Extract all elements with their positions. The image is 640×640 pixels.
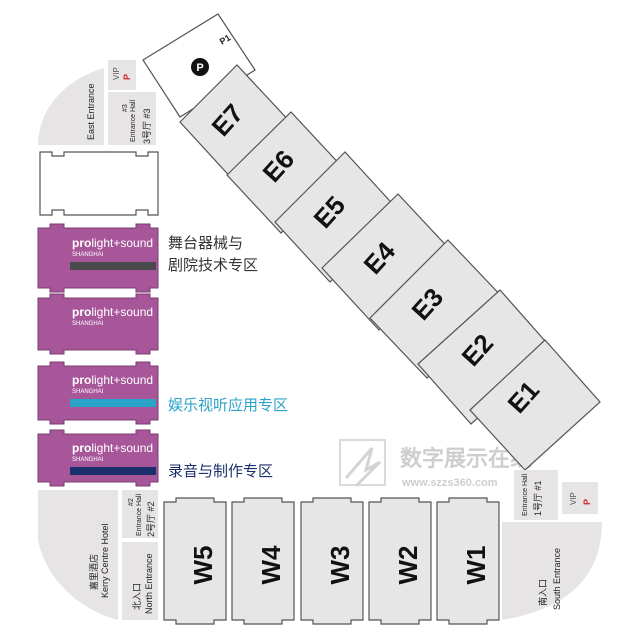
entertainment-zone-bar <box>70 399 156 407</box>
watermark: 数字展示在线 www.szzs360.com <box>339 439 532 489</box>
hall-W4-label: W4 <box>256 545 286 585</box>
recording-zone-bar <box>70 467 156 475</box>
hall-W2-label: W2 <box>393 546 423 585</box>
parking-p1[interactable]: P P1 <box>142 13 256 118</box>
brand-logo-bold: pro <box>72 305 91 319</box>
entrance-hall-1[interactable]: Entrance Hall 1号厅 #1 <box>514 470 558 520</box>
north-entrance[interactable]: 北入口 North Entrance <box>122 542 158 620</box>
east-entrance-label: East Entrance <box>86 83 96 140</box>
entrance-hall-2-name: 2号厅 #2 <box>146 501 156 537</box>
south-entrance[interactable]: 南入口 South Entrance <box>502 522 602 620</box>
entrance-hall-1-label: Entrance Hall <box>522 474 529 516</box>
brand-logo-bold: pro <box>72 441 91 455</box>
hall-W4[interactable]: W4 <box>231 497 295 625</box>
brand-sub: SHANGHAI <box>72 389 104 395</box>
hall-E4[interactable]: E4 <box>321 193 456 331</box>
kerry-label-cn: 嘉里酒店 <box>88 554 99 590</box>
brand-sub: SHANGHAI <box>72 252 104 258</box>
parking-icon <box>191 58 209 76</box>
brand-logo-bold: pro <box>72 373 91 387</box>
south-entrance-en: South Entrance <box>552 548 562 610</box>
entrance-hall-3-num: #3 <box>122 104 129 112</box>
vip-parking-icon-south: P <box>582 499 592 505</box>
hall-E2[interactable]: E2 <box>417 289 554 425</box>
hall-W3[interactable]: W3 <box>300 497 364 625</box>
vip-parking-north[interactable]: VIP P <box>108 60 136 90</box>
hall-W2[interactable]: W2 <box>368 497 432 625</box>
svg-text:prolight+sound: prolight+sound <box>72 441 153 455</box>
east-entrance[interactable]: East Entrance <box>38 68 104 145</box>
zone-stage-label-2: 剧院技术专区 <box>168 256 258 274</box>
svg-text:prolight+sound: prolight+sound <box>72 373 153 387</box>
parking-label: P1 <box>218 32 233 46</box>
hall-W5[interactable]: W5 <box>163 497 227 625</box>
north-entrance-cn: 北入口 <box>132 583 142 610</box>
vip-label-south: VIP <box>569 492 578 505</box>
hall-W1[interactable]: W1 <box>436 497 500 625</box>
entrance-hall-3[interactable]: #3 Entrance Hall 3号厅 #3 <box>108 92 156 145</box>
zone-entertainment-label: 娱乐视听应用专区 <box>168 396 288 414</box>
svg-text:prolight+sound: prolight+sound <box>72 236 153 250</box>
stage-zone-bar <box>70 262 156 270</box>
entrance-hall-3-name: 3号厅 #3 <box>142 108 152 144</box>
hall-E6[interactable]: E6 <box>226 111 346 234</box>
svg-text:prolight+sound: prolight+sound <box>72 305 153 319</box>
hall-empty[interactable] <box>39 151 159 216</box>
hall-W5-label: W5 <box>188 546 218 585</box>
kerry-label-en: Kerry Centre Hotel <box>100 523 110 598</box>
hall-W3-label: W3 <box>325 546 355 585</box>
kerry-centre-hotel[interactable]: 嘉里酒店 Kerry Centre Hotel <box>38 490 118 620</box>
brand-logo-bold: pro <box>72 236 91 250</box>
watermark-url: www.szzs360.com <box>401 477 498 489</box>
vip-parking-icon: P <box>122 74 132 80</box>
entrance-hall-1-name: 1号厅 #1 <box>533 480 543 516</box>
pls-hall-3[interactable]: prolight+sound SHANGHAI <box>37 361 159 425</box>
vip-parking-south[interactable]: VIP P <box>562 482 598 514</box>
north-entrance-en: North Entrance <box>144 553 154 614</box>
entrance-hall-2-label: Entrance Hall <box>136 494 143 536</box>
south-entrance-cn: 南入口 <box>537 579 548 606</box>
entrance-hall-3-label: Entrance Hall <box>130 100 137 142</box>
brand-logo-text: light+sound <box>91 236 153 250</box>
brand-sub: SHANGHAI <box>72 321 104 327</box>
pls-hall-1[interactable]: prolight+sound SHANGHAI <box>37 223 159 293</box>
pls-hall-2[interactable]: prolight+sound SHANGHAI <box>37 293 159 355</box>
parking-icon-letter: P <box>196 62 203 74</box>
entrance-hall-2[interactable]: #2 Entrance Hall 2号厅 #2 <box>122 490 158 538</box>
entrance-hall-2-num: #2 <box>128 498 135 506</box>
zone-stage-label-1: 舞台器械与 <box>168 234 243 252</box>
brand-logo-text: light+sound <box>91 441 153 455</box>
hall-E1[interactable]: E1 <box>469 339 601 471</box>
brand-sub: SHANGHAI <box>72 457 104 463</box>
brand-logo-text: light+sound <box>91 373 153 387</box>
pls-hall-4[interactable]: prolight+sound SHANGHAI <box>37 429 159 487</box>
hall-W1-label: W1 <box>461 546 491 585</box>
zone-recording-label: 录音与制作专区 <box>168 462 273 480</box>
brand-logo-text: light+sound <box>91 305 153 319</box>
vip-label: VIP <box>112 67 121 80</box>
